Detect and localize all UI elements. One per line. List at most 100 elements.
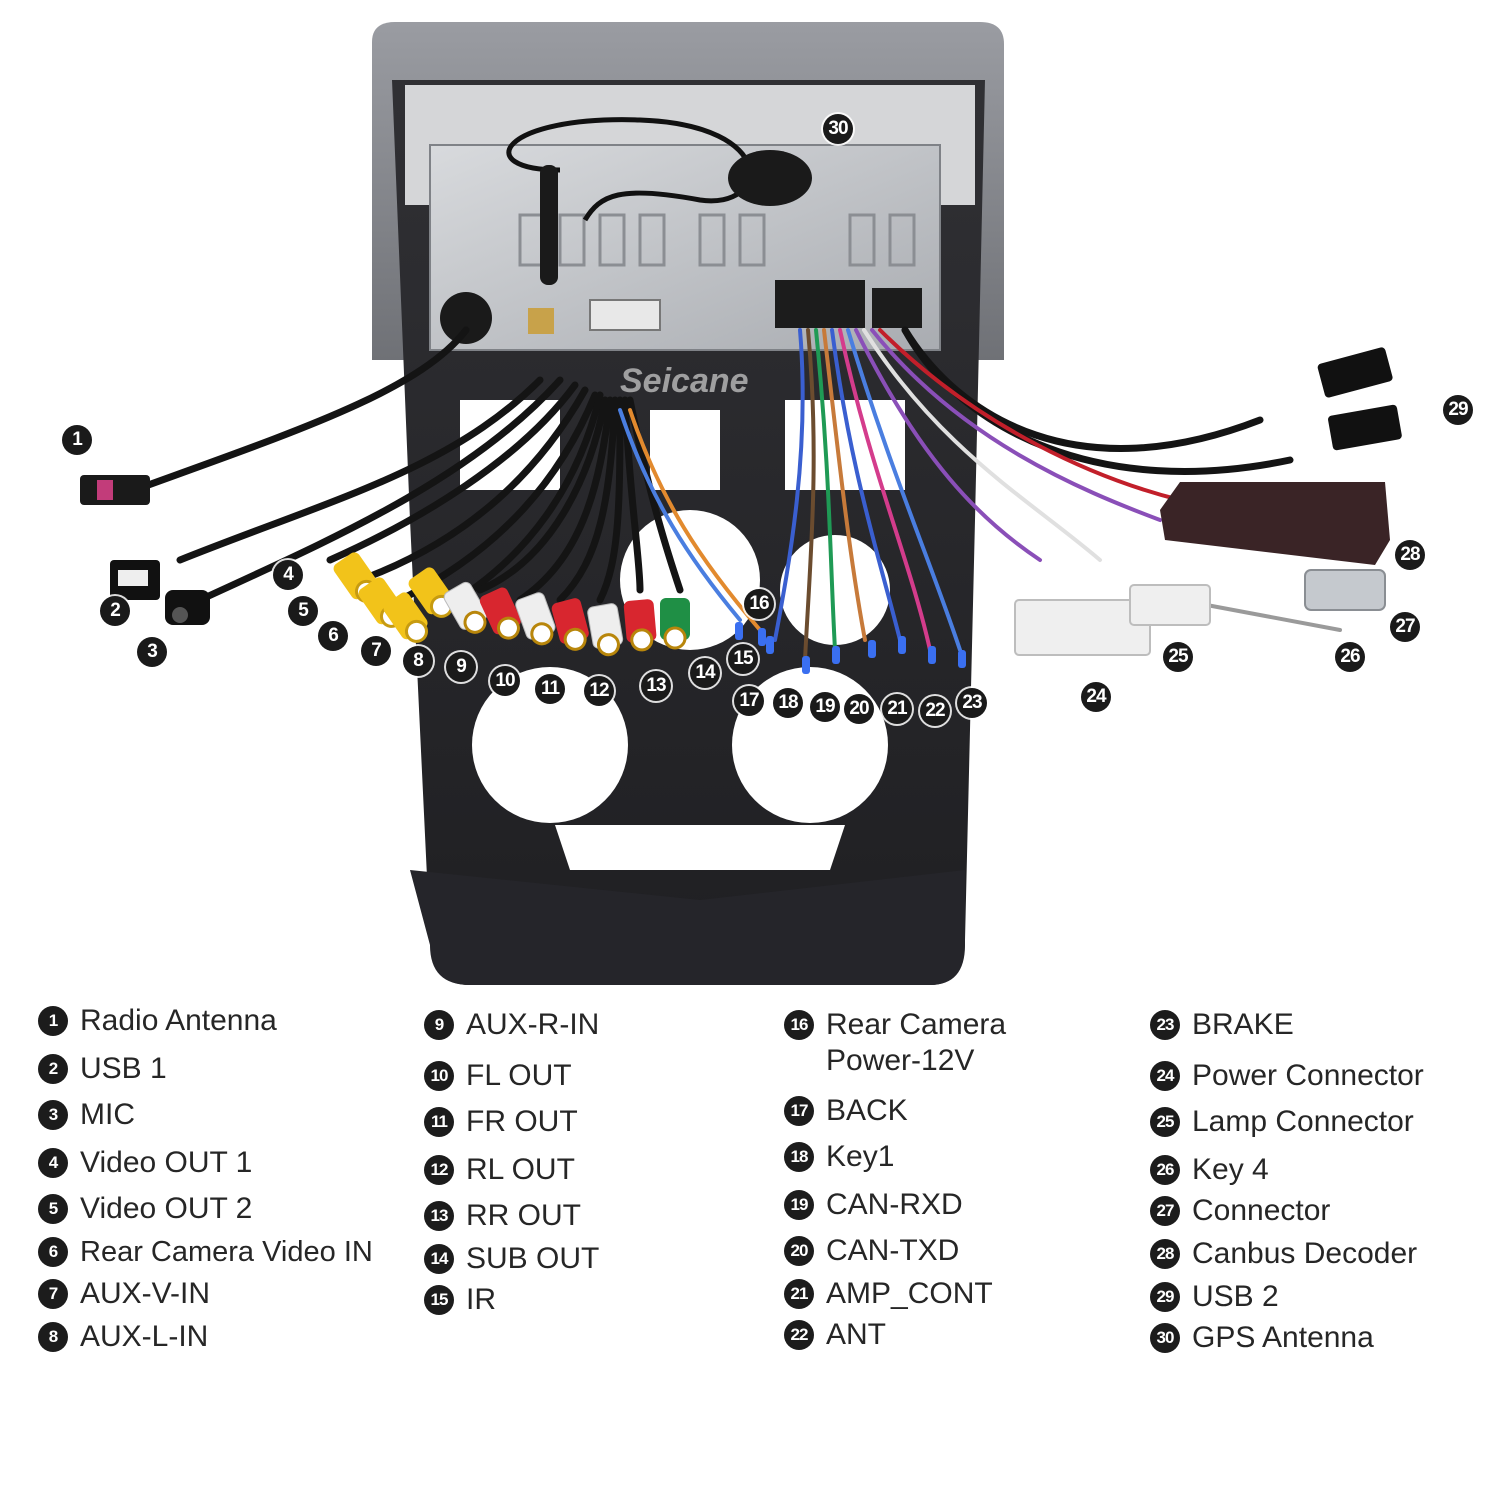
legend-label: Canbus Decoder (1192, 1237, 1418, 1270)
wiring-diagram: Seicane (62, 22, 1473, 985)
legend-label: RR OUT (466, 1199, 581, 1232)
legend-number: 30 (1150, 1323, 1180, 1353)
legend-item-13: 13 RR OUT (424, 1198, 581, 1234)
legend-item-18: 18 Key1 (784, 1139, 894, 1175)
callout-3: 3 (137, 637, 167, 667)
legend-number: 10 (424, 1061, 454, 1091)
legend-number: 14 (424, 1244, 454, 1274)
callout-18: 18 (773, 688, 803, 718)
legend-label: GPS Antenna (1192, 1321, 1374, 1354)
legend-item-10: 10 FL OUT (424, 1058, 572, 1094)
callout-16: 16 (744, 589, 774, 619)
gps-antenna (728, 150, 812, 206)
legend-label: RL OUT (466, 1153, 575, 1186)
callout-13: 13 (641, 671, 671, 701)
legend-number: 3 (38, 1100, 68, 1130)
legend-label: MIC (80, 1098, 135, 1131)
legend-item-26: 26 Key 4 (1150, 1152, 1269, 1188)
legend-label: Video OUT 2 (80, 1192, 253, 1225)
small-connector (1304, 569, 1386, 611)
usb2-plugs (1317, 347, 1402, 451)
legend-number: 26 (1150, 1155, 1180, 1185)
callout-19: 19 (810, 692, 840, 722)
callout-25: 25 (1163, 642, 1193, 672)
callout-12: 12 (584, 676, 614, 706)
canbus-decoder (1160, 482, 1390, 565)
legend-number: 8 (38, 1322, 68, 1352)
legend-item-5: 5 Video OUT 2 (38, 1191, 252, 1227)
legend-item-4: 4 Video OUT 1 (38, 1145, 252, 1181)
legend-number: 5 (38, 1194, 68, 1224)
legend-number: 13 (424, 1201, 454, 1231)
legend-number: 4 (38, 1148, 68, 1178)
legend-label: Key1 (826, 1140, 895, 1173)
callout-20: 20 (844, 694, 874, 724)
legend-label: CAN-TXD (826, 1234, 960, 1267)
legend-label: BACK (826, 1094, 908, 1127)
legend-item-23: 23 BRAKE (1150, 1007, 1294, 1043)
legend-item-7: 7 AUX-V-IN (38, 1276, 210, 1312)
power-connector (1014, 599, 1151, 656)
callout-23: 23 (957, 688, 987, 718)
legend-label: Rear Camera Power-12V (826, 1008, 1007, 1077)
legend-item-6: 6 Rear Camera Video IN (38, 1234, 373, 1270)
legend-item-30: 30 GPS Antenna (1150, 1320, 1374, 1356)
legend-label: Rear Camera Video IN (80, 1236, 373, 1268)
legend-label: AUX-L-IN (80, 1320, 209, 1353)
legend-label: FL OUT (466, 1059, 572, 1092)
legend-number: 7 (38, 1279, 68, 1309)
brand-watermark: Seicane (620, 362, 749, 400)
legend-number: 29 (1150, 1282, 1180, 1312)
legend-label: ANT (826, 1318, 886, 1351)
legend-label: Radio Antenna (80, 1004, 277, 1037)
callout-1: 1 (62, 425, 92, 455)
callout-30: 30 (823, 114, 853, 144)
legend-item-8: 8 AUX-L-IN (38, 1319, 208, 1355)
legend-label: USB 2 (1192, 1280, 1279, 1313)
legend-item-14: 14 SUB OUT (424, 1241, 599, 1277)
legend-number: 21 (784, 1279, 814, 1309)
callout-5: 5 (288, 596, 318, 626)
legend-number: 19 (784, 1190, 814, 1220)
legend-item-3: 3 MIC (38, 1097, 135, 1133)
callout-6: 6 (318, 621, 348, 651)
callout-28: 28 (1395, 540, 1425, 570)
legend-number: 11 (424, 1107, 454, 1137)
legend-label: Key 4 (1192, 1153, 1269, 1186)
legend-label: Video OUT 1 (80, 1146, 253, 1179)
legend-label: Lamp Connector (1192, 1105, 1414, 1138)
legend-number: 18 (784, 1142, 814, 1172)
callout-8: 8 (403, 646, 433, 676)
callout-4: 4 (273, 560, 303, 590)
legend-label: AUX-V-IN (80, 1277, 211, 1310)
legend-item-29: 29 USB 2 (1150, 1279, 1279, 1315)
callout-27: 27 (1390, 612, 1420, 642)
legend-item-20: 20 CAN-TXD (784, 1233, 959, 1269)
callout-24: 24 (1081, 682, 1111, 712)
legend-label: IR (466, 1283, 496, 1316)
legend-label: SUB OUT (466, 1242, 600, 1275)
legend-number: 25 (1150, 1107, 1180, 1137)
legend-number: 20 (784, 1236, 814, 1266)
legend-number: 24 (1150, 1061, 1180, 1091)
legend-label: AMP_CONT (826, 1277, 993, 1310)
gps-cable (506, 117, 753, 222)
legend-number: 6 (38, 1237, 68, 1267)
legend-label: BRAKE (1192, 1008, 1294, 1041)
legend-number: 9 (424, 1010, 454, 1040)
callout-2: 2 (100, 596, 130, 626)
callout-29: 29 (1443, 395, 1473, 425)
legend-label: USB 1 (80, 1052, 167, 1085)
legend-number: 23 (1150, 1010, 1180, 1040)
